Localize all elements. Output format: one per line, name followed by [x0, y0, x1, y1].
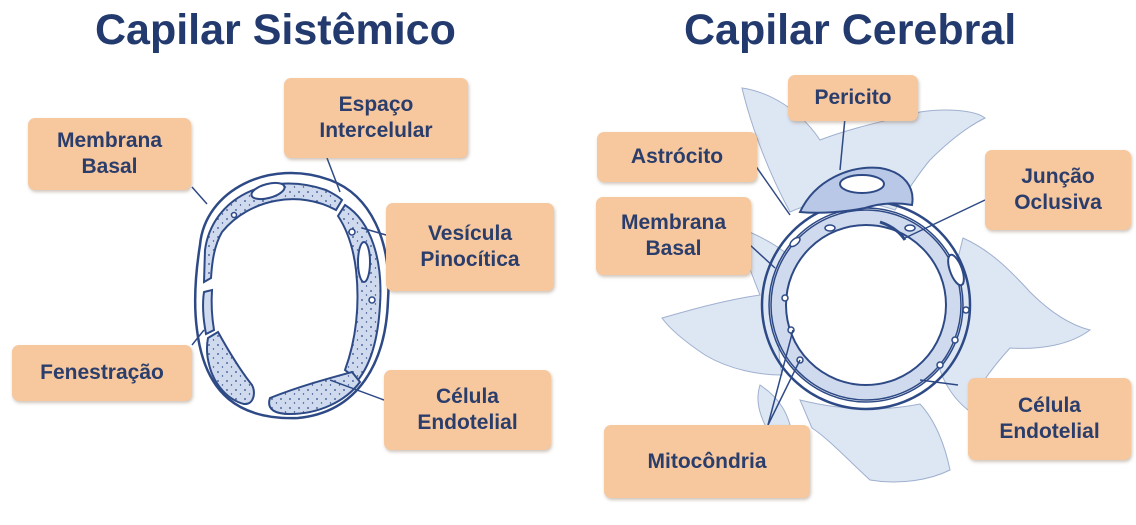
label-celula-endotelial-cerebral: Célula Endotelial: [968, 378, 1131, 460]
label-espaco-intercelular: Espaço Intercelular: [284, 78, 468, 158]
systemic-nucleus-right: [358, 242, 370, 282]
label-vesicula-pinocitica: Vesícula Pinocítica: [386, 203, 554, 291]
label-fenestracao: Fenestração: [12, 345, 192, 401]
systemic-endothelial-wall-left: [203, 290, 214, 334]
label-astrocito: Astrócito: [597, 132, 757, 182]
astrocyte-process-bottom: [800, 400, 950, 482]
label-membrana-basal-cerebral: Membrana Basal: [596, 197, 751, 275]
systemic-capillary: [192, 158, 388, 418]
label-pericito: Pericito: [788, 75, 918, 121]
label-membrana-basal-systemic: Membrana Basal: [28, 118, 191, 190]
label-juncao-oclusiva: Junção Oclusiva: [985, 150, 1131, 230]
cerebral-lumen: [786, 225, 946, 385]
label-mitocondria: Mitocôndria: [604, 425, 810, 498]
pericyte-nucleus: [840, 175, 884, 193]
label-celula-endotelial-systemic: Célula Endotelial: [384, 370, 551, 450]
